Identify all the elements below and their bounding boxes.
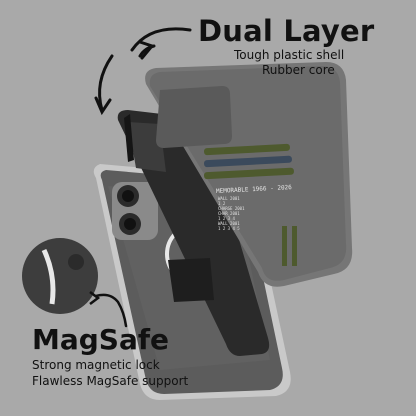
dual-layer-line-1: Tough plastic shell: [234, 48, 345, 62]
case-print-list: WALL 2001 1 2 CHARGE 2001 CHAR 2001 1 2 …: [218, 196, 245, 231]
case-print-line: WALL 2001: [218, 196, 240, 201]
zoom-detail-circle: [22, 238, 98, 314]
case-print-line: 1 2 3 4 5: [218, 226, 240, 231]
phone-camera: [112, 182, 158, 240]
arrow-magsafe: [94, 293, 128, 328]
dual-layer-title: Dual Layer: [198, 14, 375, 48]
case-print-line: WALL 2001: [218, 221, 240, 226]
case-print-line: CHARGE 2001: [218, 206, 245, 211]
magsafe-line-2: Flawless MagSafe support: [32, 374, 189, 388]
magsafe-title: MagSafe: [32, 323, 170, 356]
plastic-shell: [145, 62, 353, 287]
arrow-magsafe-head: [89, 291, 101, 305]
case-print-line: CHAR 2001: [218, 211, 240, 216]
case-print-line: 1 2 3 4: [218, 216, 235, 221]
dual-layer-line-2: Rubber core: [262, 63, 335, 77]
arrow-dual-layer: [94, 27, 192, 116]
magsafe-line-1: Strong magnetic lock: [32, 358, 160, 372]
case-print-line: 1 2: [218, 201, 226, 206]
